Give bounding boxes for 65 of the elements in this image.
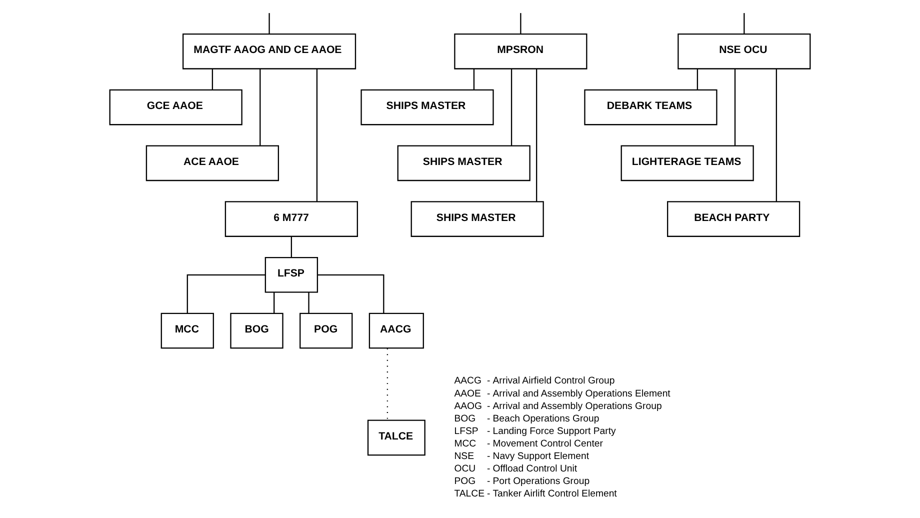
label: - bbox=[486, 463, 490, 474]
node-box: LIGHTERAGE TEAMS bbox=[620, 145, 754, 182]
label: AACG bbox=[454, 376, 482, 387]
node-box: SHIPS MASTER bbox=[410, 201, 544, 237]
label: - bbox=[486, 476, 490, 487]
label: - bbox=[486, 376, 490, 387]
label: - bbox=[486, 488, 490, 500]
label: - bbox=[486, 450, 490, 462]
node-box: LFSP bbox=[264, 256, 318, 293]
label: BOG bbox=[454, 413, 476, 424]
node-box: 6 M777 bbox=[224, 201, 358, 237]
connector bbox=[520, 13, 522, 34]
label: Arrival Airfield Control Group bbox=[492, 376, 615, 387]
node-box: MAGTF AAOG AND CE AAOE bbox=[182, 34, 356, 70]
connector bbox=[734, 68, 736, 146]
label: Navy Support Element bbox=[492, 450, 590, 462]
label: POG bbox=[454, 476, 476, 487]
label: Arrival and Assembly Operations Group bbox=[492, 400, 662, 412]
label: Landing Force Support Party bbox=[492, 426, 616, 437]
label: - bbox=[486, 438, 490, 450]
label: - bbox=[486, 388, 490, 400]
connector bbox=[318, 274, 384, 314]
connector bbox=[510, 68, 512, 146]
node-box: POG bbox=[300, 312, 353, 349]
connector bbox=[536, 69, 538, 202]
node-box: BEACH PARTY bbox=[667, 201, 800, 237]
label: AAOE bbox=[454, 388, 481, 400]
connector bbox=[473, 68, 475, 90]
node-box: MPSRON bbox=[454, 34, 588, 70]
node-box: TALCE bbox=[367, 420, 426, 456]
label: Movement Control Center bbox=[492, 438, 603, 450]
label: - bbox=[486, 400, 490, 412]
node-box: GCE AAOE bbox=[109, 89, 242, 126]
label: Tanker Airlift Control Element bbox=[492, 488, 617, 500]
node-box: AACG bbox=[368, 312, 424, 349]
label: - bbox=[486, 413, 490, 424]
label: Port Operations Group bbox=[492, 476, 590, 487]
label: Beach Operations Group bbox=[492, 413, 600, 424]
node-box: SHIPS MASTER bbox=[360, 89, 494, 126]
connector bbox=[696, 68, 698, 90]
node-box: ACE AAOE bbox=[146, 145, 279, 182]
label: - bbox=[486, 426, 490, 437]
connector bbox=[268, 13, 270, 34]
connector bbox=[290, 236, 292, 258]
label: OCU bbox=[454, 463, 476, 474]
label: Offload Control Unit bbox=[492, 463, 578, 474]
label: AAOG bbox=[454, 400, 482, 412]
node-box: BOG bbox=[230, 312, 284, 349]
connector bbox=[212, 68, 214, 90]
label: Arrival and Assembly Operations Element bbox=[492, 388, 670, 400]
label: MCC bbox=[454, 438, 476, 450]
node-box: MCC bbox=[160, 312, 214, 349]
connector bbox=[776, 69, 778, 202]
node-box: SHIPS MASTER bbox=[397, 145, 530, 182]
label: TALCE bbox=[454, 488, 485, 500]
node-box: DEBARK TEAMS bbox=[584, 89, 718, 126]
connector bbox=[260, 68, 261, 146]
label: NSE bbox=[454, 450, 474, 462]
connector bbox=[308, 292, 310, 314]
connector bbox=[274, 292, 275, 314]
label: LFSP bbox=[454, 426, 478, 437]
connector bbox=[186, 274, 266, 314]
connector bbox=[316, 69, 318, 202]
connector bbox=[744, 13, 745, 34]
node-box: NSE OCU bbox=[678, 34, 811, 70]
